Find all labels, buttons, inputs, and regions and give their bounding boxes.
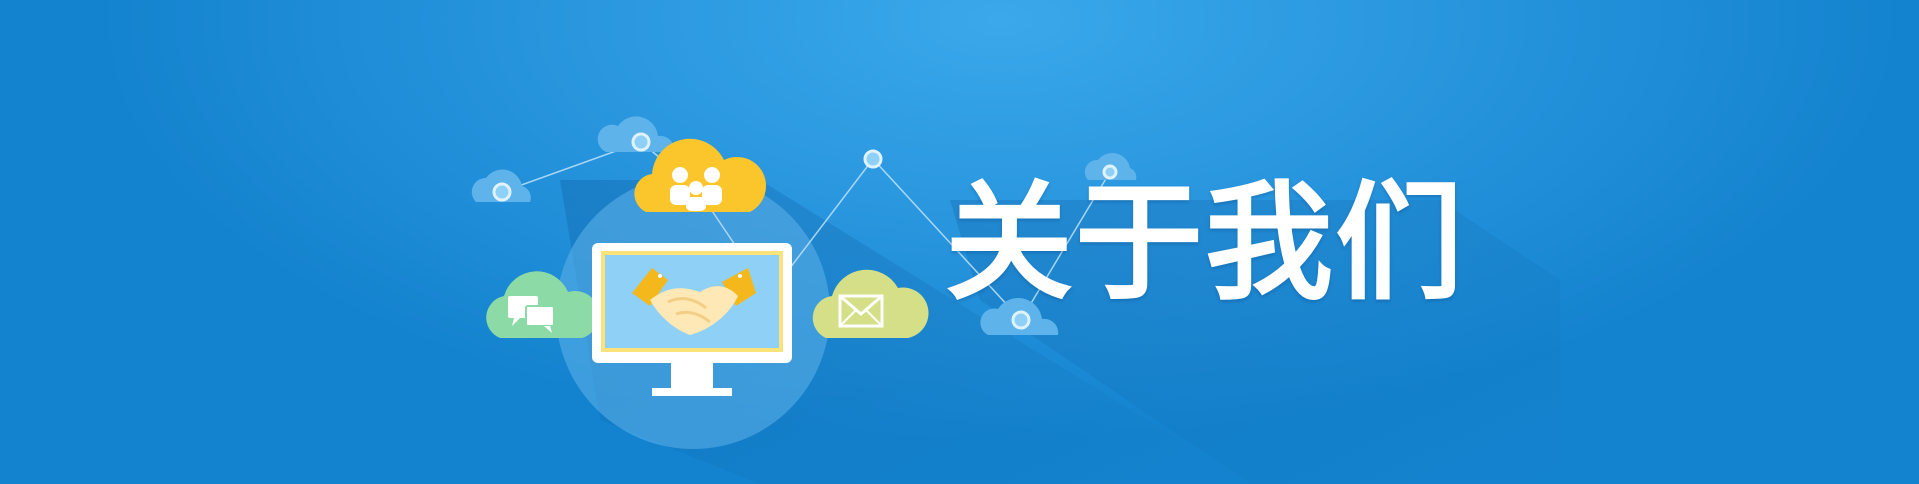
people-cloud [634,138,767,212]
chat-cloud [486,271,600,338]
mail-icon [838,294,884,328]
network-node-icon [492,132,1118,330]
handshake-icon [632,268,756,335]
chat-icon [508,296,555,333]
title-long-shadow [950,200,1560,484]
mail-cloud [812,269,929,338]
page-title: 关于我们 [945,169,1466,318]
people-icon [670,167,722,211]
